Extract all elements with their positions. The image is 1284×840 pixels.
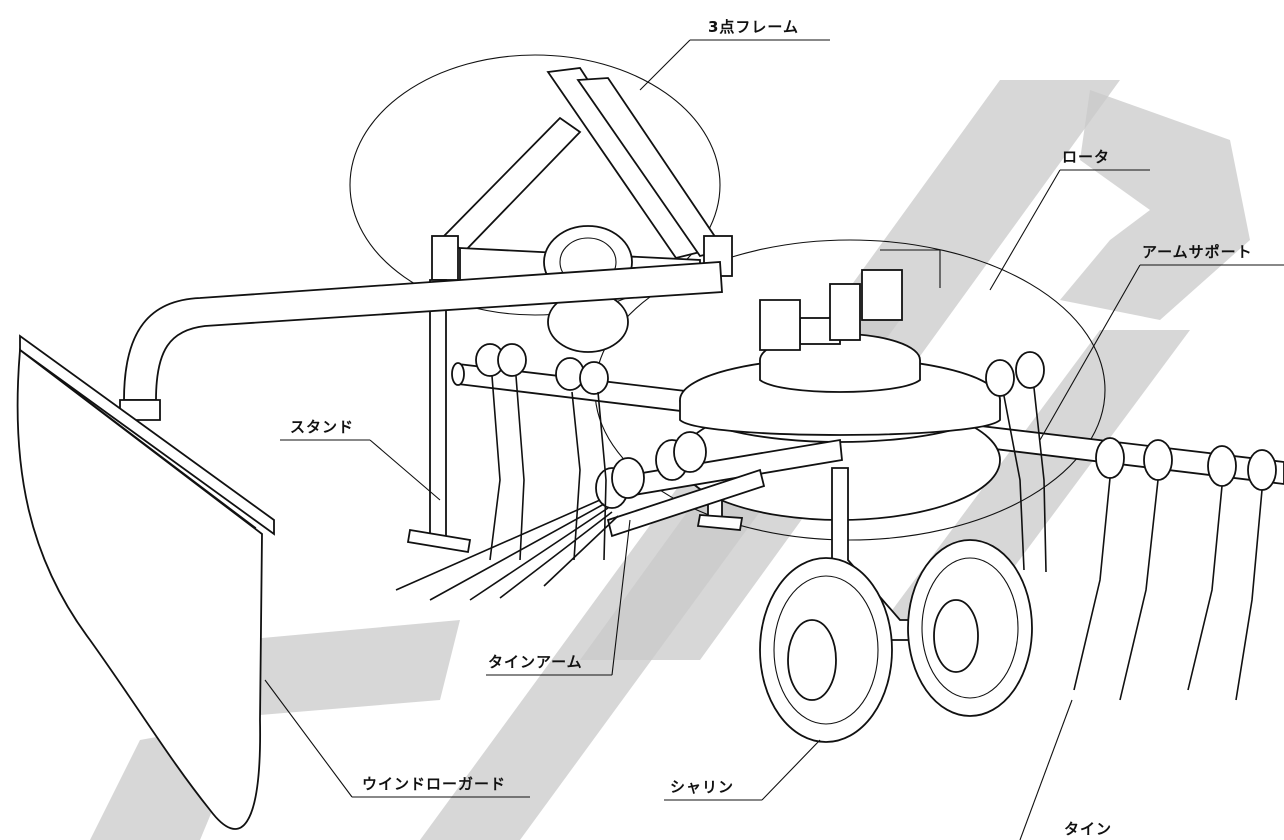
wheels xyxy=(759,467,1033,743)
label-windrow-guard: ウインドローガード xyxy=(362,775,507,793)
stand xyxy=(406,279,744,554)
leader-lines xyxy=(264,39,1284,840)
label-wheel: シャリン xyxy=(670,778,735,796)
windrow-guard xyxy=(16,261,723,830)
label-stand: スタンド xyxy=(290,418,355,436)
label-tine-arm: タインアーム xyxy=(488,653,583,671)
label-rotor: ロータ xyxy=(1062,148,1111,166)
tine-arms xyxy=(395,343,1047,601)
rotor xyxy=(679,249,1001,521)
right-tines xyxy=(1073,437,1277,701)
three-point-frame-circle xyxy=(349,54,721,316)
label-arm-support: アームサポート xyxy=(1142,243,1253,261)
label-tine: タイン xyxy=(1064,820,1113,838)
label-three-point-frame: 3点フレーム xyxy=(708,18,799,36)
